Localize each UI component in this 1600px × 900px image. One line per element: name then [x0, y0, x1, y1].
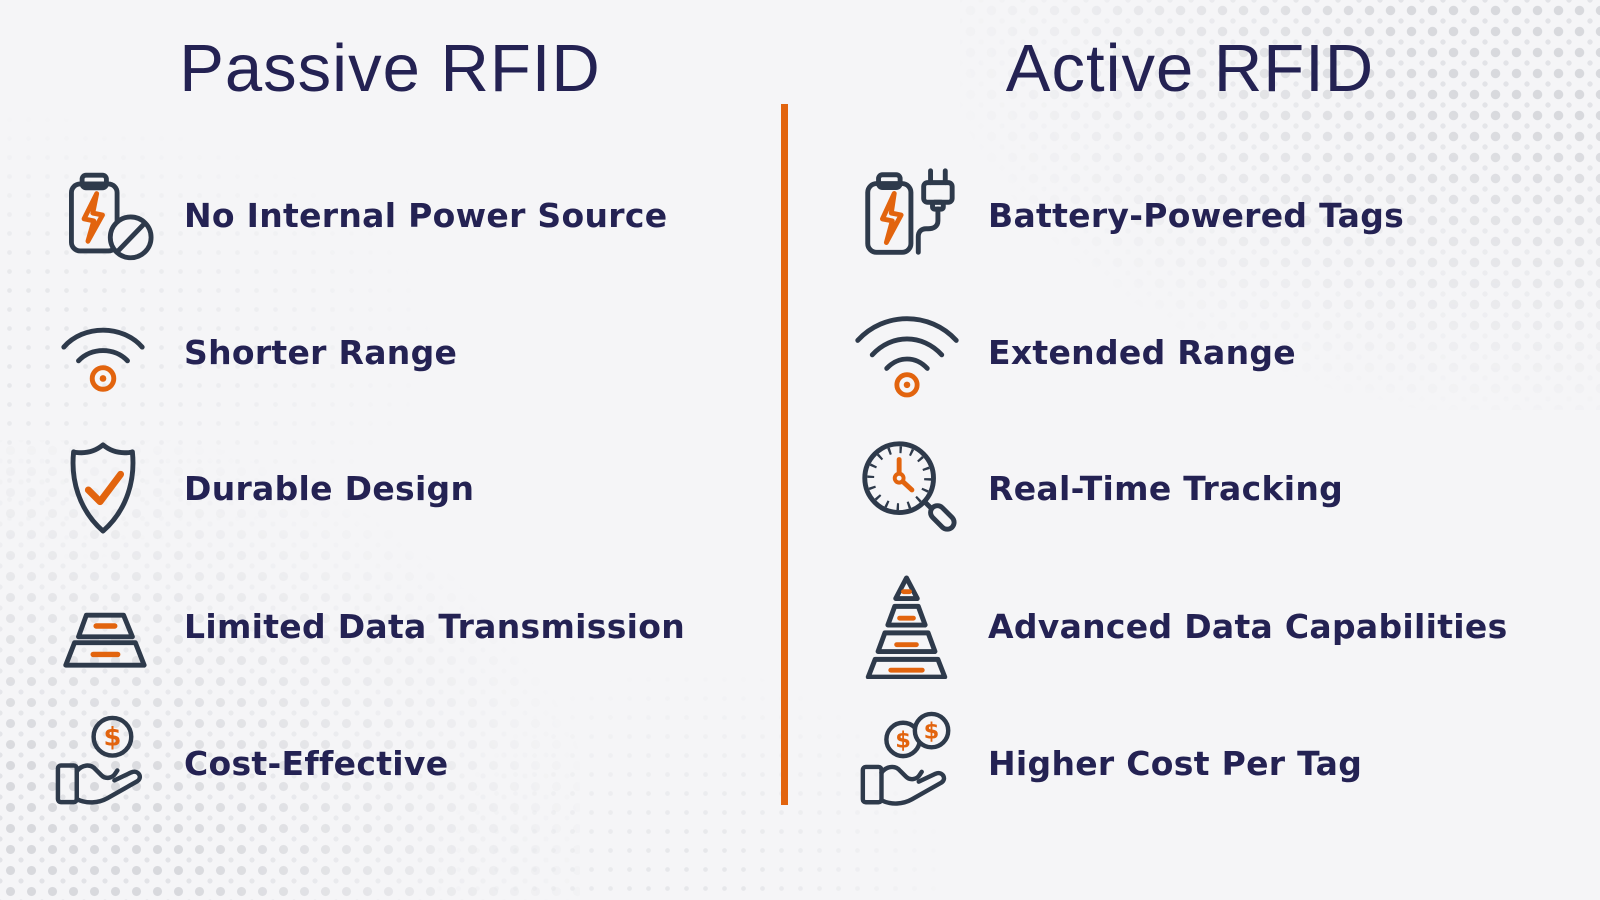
active-row-range: Extended Range — [850, 296, 1296, 408]
data-pyramid-icon — [850, 570, 964, 682]
battery-no-power-icon — [46, 159, 160, 271]
feature-label: Higher Cost Per Tag — [988, 743, 1363, 783]
feature-label: No Internal Power Source — [184, 195, 668, 235]
feature-label: Durable Design — [184, 468, 475, 508]
active-row-power: Battery-Powered Tags — [850, 159, 1404, 271]
dollar-sign: $ — [895, 727, 911, 753]
feature-label: Limited Data Transmission — [184, 606, 686, 646]
feature-label: Advanced Data Capabilities — [988, 606, 1508, 646]
dollar-sign: $ — [103, 723, 121, 753]
vertical-divider — [781, 104, 788, 805]
wifi-extended-range-icon — [850, 296, 964, 408]
feature-label: Battery-Powered Tags — [988, 195, 1405, 235]
active-row-cost: $ $ Higher Cost Per Tag — [850, 707, 1362, 819]
wifi-short-range-icon — [46, 296, 160, 408]
passive-rfid-title: Passive RFID — [179, 31, 601, 106]
hand-coin-icon: $ — [46, 707, 160, 819]
passive-row-durability: Durable Design — [46, 432, 474, 544]
data-stack-icon — [46, 570, 160, 682]
active-row-tracking: Real-Time Tracking — [850, 432, 1343, 544]
feature-label: Extended Range — [988, 332, 1296, 372]
feature-label: Shorter Range — [184, 332, 458, 372]
dollar-sign: $ — [924, 718, 940, 744]
shield-check-icon — [46, 432, 160, 544]
passive-row-power: No Internal Power Source — [46, 159, 667, 271]
passive-row-cost: $ Cost-Effective — [46, 707, 448, 819]
active-row-data: Advanced Data Capabilities — [850, 570, 1508, 682]
battery-plug-icon — [850, 159, 964, 271]
active-rfid-title: Active RFID — [1005, 31, 1375, 106]
passive-row-range: Shorter Range — [46, 296, 457, 408]
feature-label: Cost-Effective — [184, 743, 449, 783]
feature-label: Real-Time Tracking — [988, 468, 1344, 508]
hand-two-coins-icon: $ $ — [850, 707, 964, 819]
magnifier-clock-icon — [850, 432, 964, 544]
passive-row-data: Limited Data Transmission — [46, 570, 685, 682]
